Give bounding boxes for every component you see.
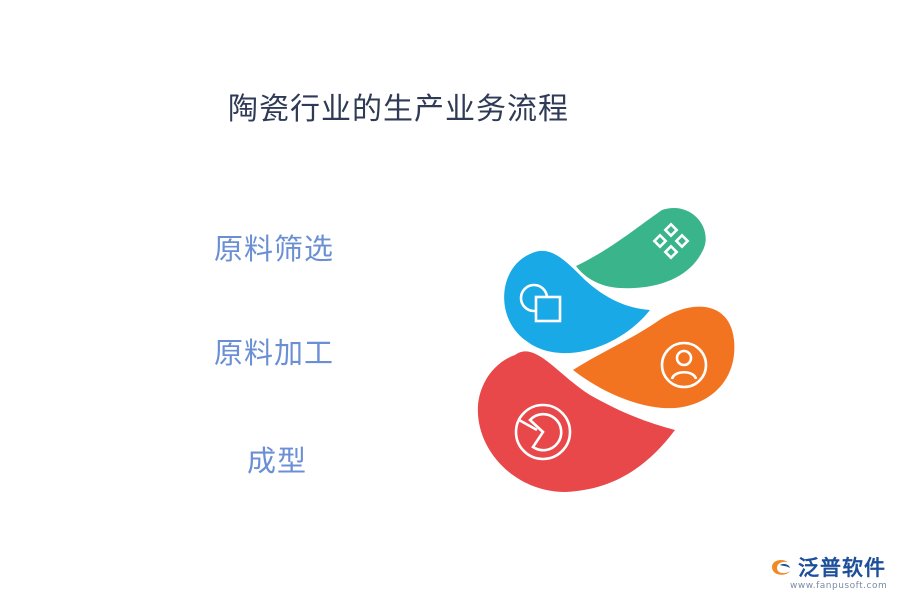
- petal-red: [477, 351, 675, 492]
- step-label-forming: 成型: [247, 444, 308, 478]
- petal-blue: [504, 250, 650, 354]
- logo-url: www.fanpusoft.com: [790, 581, 888, 591]
- petal-green: [576, 208, 706, 289]
- petal-diagram: [477, 208, 735, 492]
- brand-logo: 泛普软件 www.fanpusoft.com: [768, 552, 887, 591]
- grid-diamonds-icon: [652, 222, 690, 260]
- step-label-raw-material-screening: 原料筛选: [214, 232, 335, 266]
- step-label-raw-material-processing: 原料加工: [214, 336, 335, 370]
- user-icon: [660, 341, 708, 389]
- pie-chart-icon: [514, 403, 572, 461]
- logo-name: 泛普软件: [798, 556, 886, 580]
- shapes-icon: [519, 283, 562, 323]
- petal-orange: [573, 306, 735, 409]
- fanpu-logo-icon: [772, 559, 790, 575]
- diagram-title: 陶瓷行业的生产业务流程: [228, 92, 569, 127]
